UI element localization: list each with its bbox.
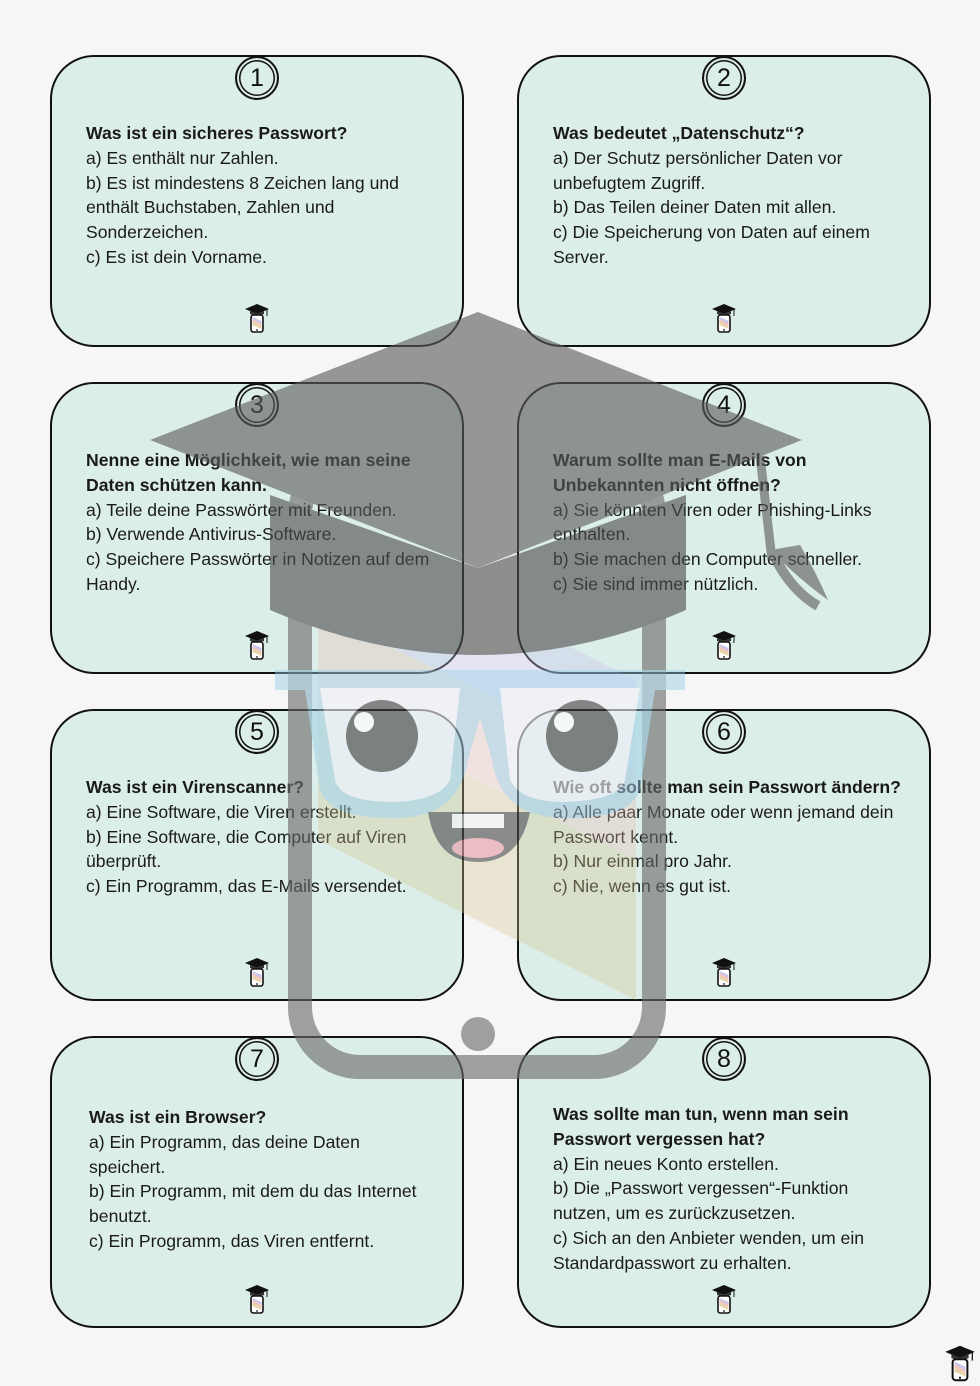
card-option-c: c) Es ist dein Vorname. xyxy=(86,246,267,267)
quiz-card-8: 8 Was sollte man tun, wenn man sein Pass… xyxy=(517,1036,931,1328)
graduation-cap-phone-icon xyxy=(244,303,270,333)
card-question: Was ist ein Browser? xyxy=(89,1107,267,1127)
card-text: Was ist ein Virenscanner? a) Eine Softwa… xyxy=(86,775,438,899)
card-option-a: a) Es enthält nur Zahlen. xyxy=(86,147,279,168)
card-text: Was bedeutet „Datenschutz“? a) Der Schut… xyxy=(553,121,905,270)
card-option-b: b) Es ist mindestens 8 Zeichen lang und … xyxy=(86,172,399,243)
card-text: Wie oft sollte man sein Passwort ändern?… xyxy=(553,775,905,899)
card-text: Warum sollte man E-Mails von Unbekannten… xyxy=(553,448,905,597)
card-number: 7 xyxy=(235,1037,279,1081)
card-text: Nenne eine Möglichkeit, wie man seine Da… xyxy=(86,448,438,597)
card-option-c: c) Ein Programm, das E-Mails versendet. xyxy=(86,876,407,897)
card-option-a: a) Ein neues Konto erstellen. xyxy=(553,1153,779,1174)
card-option-a: a) Teile deine Passwörter mit Freunden. xyxy=(86,499,397,520)
card-number: 6 xyxy=(702,710,746,754)
quiz-card-5: 5 Was ist ein Virenscanner? a) Eine Soft… xyxy=(50,709,464,1001)
graduation-cap-phone-icon xyxy=(711,957,737,987)
card-option-c: c) Nie, wenn es gut ist. xyxy=(553,876,731,897)
card-option-b: b) Nur einmal pro Jahr. xyxy=(553,851,732,872)
card-option-a: a) Ein Programm, das deine Daten speiche… xyxy=(89,1131,360,1177)
corner-graduation-cap-phone-icon xyxy=(944,1344,976,1382)
card-option-a: a) Eine Software, die Viren erstellt. xyxy=(86,801,357,822)
card-number: 4 xyxy=(702,383,746,427)
card-text: Was ist ein Browser? a) Ein Programm, da… xyxy=(89,1105,438,1254)
quiz-card-1: 1 Was ist ein sicheres Passwort? a) Es e… xyxy=(50,55,464,347)
card-option-b: b) Verwende Antivirus-Software. xyxy=(86,524,337,545)
card-option-a: a) Sie könnten Viren oder Phishing-Links… xyxy=(553,499,872,545)
card-text: Was sollte man tun, wenn man sein Passwo… xyxy=(553,1102,905,1276)
card-question: Was sollte man tun, wenn man sein Passwo… xyxy=(553,1104,849,1149)
graduation-cap-phone-icon xyxy=(244,957,270,987)
card-number: 8 xyxy=(702,1037,746,1081)
card-option-b: b) Eine Software, die Computer auf Viren… xyxy=(86,826,407,872)
card-number: 5 xyxy=(235,710,279,754)
quiz-card-3: 3 Nenne eine Möglichkeit, wie man seine … xyxy=(50,382,464,674)
graduation-cap-phone-icon xyxy=(711,630,737,660)
card-option-c: c) Ein Programm, das Viren entfernt. xyxy=(89,1230,375,1251)
card-option-c: c) Sie sind immer nützlich. xyxy=(553,573,759,594)
card-option-b: b) Sie machen den Computer schneller. xyxy=(553,549,863,570)
card-option-a: a) Der Schutz persönlicher Daten vor unb… xyxy=(553,147,843,193)
card-question: Nenne eine Möglichkeit, wie man seine Da… xyxy=(86,450,411,495)
quiz-card-4: 4 Warum sollte man E-Mails von Unbekannt… xyxy=(517,382,931,674)
graduation-cap-phone-icon xyxy=(244,630,270,660)
quiz-card-2: 2 Was bedeutet „Datenschutz“? a) Der Sch… xyxy=(517,55,931,347)
card-option-a: a) Alle paar Monate oder wenn jemand dei… xyxy=(553,801,894,847)
card-option-b: b) Die „Passwort vergessen“-Funktion nut… xyxy=(553,1178,849,1224)
graduation-cap-phone-icon xyxy=(711,303,737,333)
card-number: 1 xyxy=(235,56,279,100)
card-question: Was ist ein Virenscanner? xyxy=(86,777,305,797)
card-option-c: c) Sich an den Anbieter wenden, um ein S… xyxy=(553,1227,865,1273)
card-question: Warum sollte man E-Mails von Unbekannten… xyxy=(553,450,807,495)
card-option-b: b) Das Teilen deiner Daten mit allen. xyxy=(553,197,837,218)
card-number: 2 xyxy=(702,56,746,100)
card-question: Wie oft sollte man sein Passwort ändern? xyxy=(553,777,901,797)
card-text: Was ist ein sicheres Passwort? a) Es ent… xyxy=(86,121,438,270)
card-option-b: b) Ein Programm, mit dem du das Internet… xyxy=(89,1181,417,1227)
card-number: 3 xyxy=(235,383,279,427)
card-question: Was bedeutet „Datenschutz“? xyxy=(553,123,805,143)
quiz-card-6: 6 Wie oft sollte man sein Passwort änder… xyxy=(517,709,931,1001)
quiz-card-7: 7 Was ist ein Browser? a) Ein Programm, … xyxy=(50,1036,464,1328)
graduation-cap-phone-icon xyxy=(244,1284,270,1314)
card-question: Was ist ein sicheres Passwort? xyxy=(86,123,348,143)
card-option-c: c) Die Speicherung von Daten auf einem S… xyxy=(553,222,870,267)
card-option-c: c) Speichere Passwörter in Notizen auf d… xyxy=(86,549,430,594)
graduation-cap-phone-icon xyxy=(711,1284,737,1314)
